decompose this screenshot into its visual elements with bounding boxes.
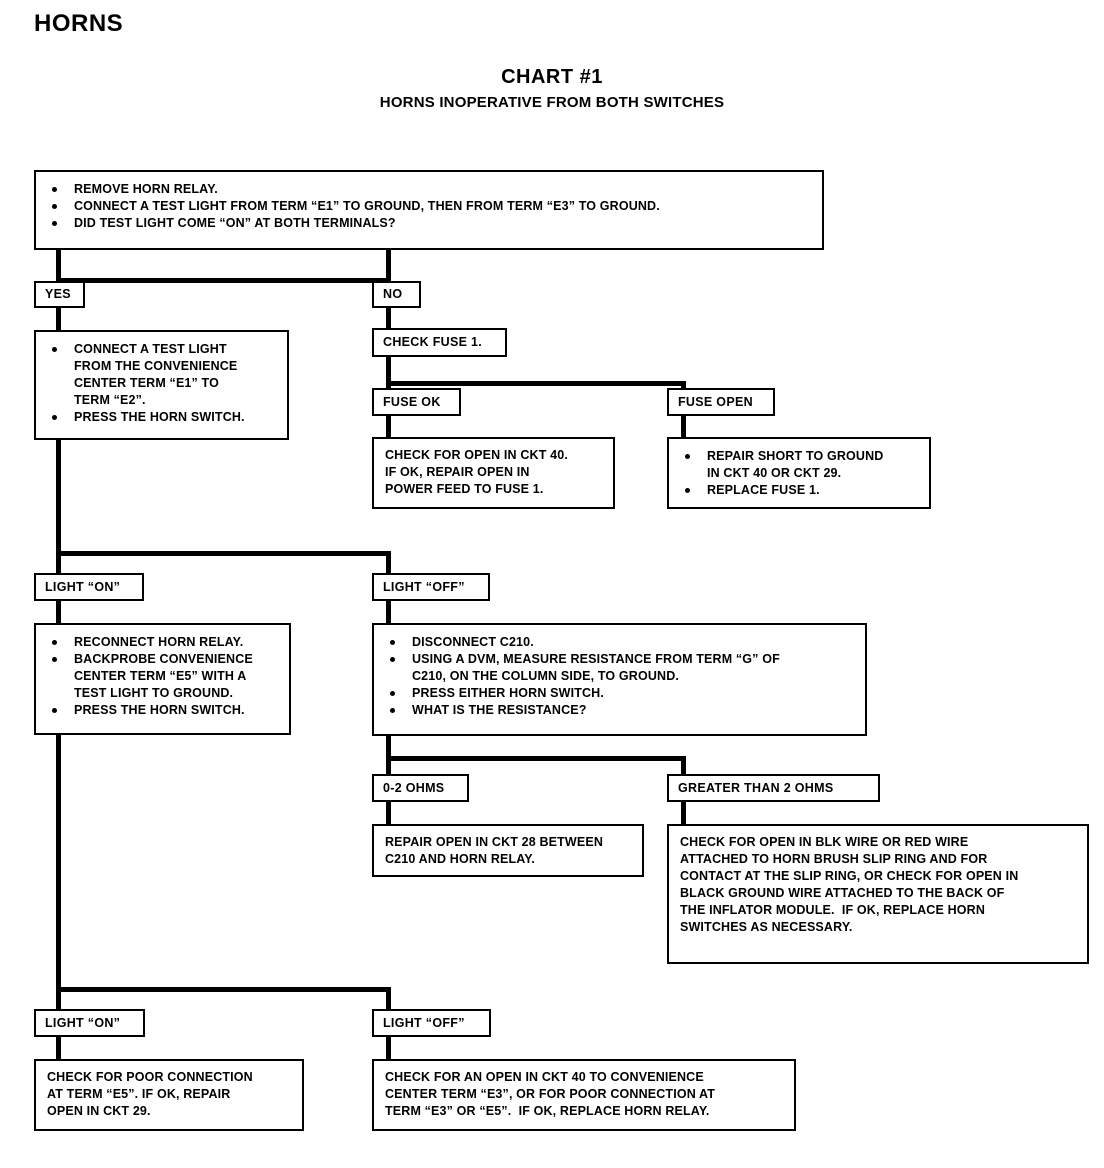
text-line: CHECK FOR OPEN IN CKT 40. [385,448,568,462]
connector-checkfuse-to-bus [386,355,391,395]
connector-ohmshigh-to-action [681,801,686,826]
connector-lightoff2-to-action [386,1036,391,1062]
connector-start-to-bus [56,249,61,287]
node-yes-label: YES [34,281,85,308]
node-start: REMOVE HORN RELAY. CONNECT A TEST LIGHT … [34,170,824,250]
connector-bus-to-lightoff-1 [386,551,391,581]
list-item: CONNECT A TEST LIGHT FROM TERM “E1” TO G… [46,198,812,215]
list-item: CONNECT A TEST LIGHT FROM THE CONVENIENC… [46,341,277,409]
text-line: SWITCHES AS NECESSARY. [680,920,853,934]
node-fuse-open-label: FUSE OPEN [667,388,775,416]
node-ohms-low-label: 0-2 OHMS [372,774,469,802]
node-ohms-low-action: REPAIR OPEN IN CKT 28 BETWEEN C210 AND H… [372,824,644,877]
node-light-on-1-label: LIGHT “ON” [34,573,144,601]
chart-subtitle: HORNS INOPERATIVE FROM BOTH SWITCHES [379,94,725,111]
text-line: AT TERM “E5”. IF OK, REPAIR [47,1087,231,1101]
connector-ohmslow-to-action [386,801,391,826]
node-light-off-1-action: DISCONNECT C210. USING A DVM, MEASURE RE… [372,623,867,736]
text-line: C210 AND HORN RELAY. [385,852,536,866]
list-item: REPLACE FUSE 1. [679,482,919,499]
connector-no-to-checkfuse [386,306,391,332]
ohms-high-action-lines: CHECK FOR OPEN IN BLK WIRE OR RED WIRE A… [680,834,1077,936]
node-check-fuse: CHECK FUSE 1. [372,328,507,357]
text-line: CENTER TERM “E3”, OR FOR POOR CONNECTION… [385,1087,716,1101]
list-item: REPAIR SHORT TO GROUND IN CKT 40 OR CKT … [679,448,919,482]
node-ohms-high-action: CHECK FOR OPEN IN BLK WIRE OR RED WIRE A… [667,824,1089,964]
list-item: PRESS EITHER HORN SWITCH. [384,685,855,702]
text-line: OPEN IN CKT 29. [47,1104,151,1118]
start-bullet-list: REMOVE HORN RELAY. CONNECT A TEST LIGHT … [46,181,812,232]
connector-lighton2-to-action [56,1036,61,1062]
connector-bus-yes-no [56,278,391,283]
light-on-2-action-lines: CHECK FOR POOR CONNECTION AT TERM “E5”. … [47,1069,292,1120]
text-line: REPAIR OPEN IN CKT 28 BETWEEN [385,835,604,849]
node-light-off-1-label: LIGHT “OFF” [372,573,490,601]
connector-lightoff1-to-action [386,600,391,625]
fuse-ok-action-lines: CHECK FOR OPEN IN CKT 40. IF OK, REPAIR … [385,447,603,498]
connector-lightonaction-drop [56,734,61,1017]
connector-yes-to-action [56,306,61,332]
connector-bus-ohms [386,756,686,761]
list-item: USING A DVM, MEASURE RESISTANCE FROM TER… [384,651,855,685]
node-light-on-1-action: RECONNECT HORN RELAY. BACKPROBE CONVENIE… [34,623,291,735]
node-fuse-ok-action: CHECK FOR OPEN IN CKT 40. IF OK, REPAIR … [372,437,615,509]
text-line: POWER FEED TO FUSE 1. [385,482,544,496]
text-line: CHECK FOR OPEN IN BLK WIRE OR RED WIRE [680,835,969,849]
node-yes-action: CONNECT A TEST LIGHT FROM THE CONVENIENC… [34,330,289,440]
list-item: BACKPROBE CONVENIENCE CENTER TERM “E5” W… [46,651,279,702]
connector-start-to-no [386,249,391,287]
text-line: THE INFLATOR MODULE. IF OK, REPLACE HORN [680,903,985,917]
list-item: PRESS THE HORN SWITCH. [46,702,279,719]
text-line: IF OK, REPAIR OPEN IN [385,465,530,479]
connector-lighton1-to-action [56,600,61,625]
connector-bus-light-2 [56,987,391,992]
node-fuse-open-action: REPAIR SHORT TO GROUND IN CKT 40 OR CKT … [667,437,931,509]
node-fuse-ok-label: FUSE OK [372,388,461,416]
list-item: RECONNECT HORN RELAY. [46,634,279,651]
text-line: ATTACHED TO HORN BRUSH SLIP RING AND FOR [680,852,988,866]
list-item: DID TEST LIGHT COME “ON” AT BOTH TERMINA… [46,215,812,232]
node-light-on-2-label: LIGHT “ON” [34,1009,145,1037]
connector-bus-fuse [386,381,686,386]
node-ohms-high-label: GREATER THAN 2 OHMS [667,774,880,802]
list-item: PRESS THE HORN SWITCH. [46,409,277,426]
connector-fuseok-to-action [386,414,391,439]
connector-fuseopen-to-action [681,414,686,439]
list-item: REMOVE HORN RELAY. [46,181,812,198]
yes-action-bullet-list: CONNECT A TEST LIGHT FROM THE CONVENIENC… [46,341,277,426]
chart-title: CHART #1 [501,66,603,88]
page-title: HORNS [34,10,124,37]
light-off-1-action-bullet-list: DISCONNECT C210. USING A DVM, MEASURE RE… [384,634,855,719]
connector-bus-light-1 [56,551,391,556]
list-item: WHAT IS THE RESISTANCE? [384,702,855,719]
connector-bus-to-ohmshigh [681,756,686,782]
node-light-on-2-action: CHECK FOR POOR CONNECTION AT TERM “E5”. … [34,1059,304,1131]
node-no-label: NO [372,281,421,308]
text-line: TERM “E3” OR “E5”. IF OK, REPLACE HORN R… [385,1104,710,1118]
list-item: DISCONNECT C210. [384,634,855,651]
node-light-off-2-action: CHECK FOR AN OPEN IN CKT 40 TO CONVENIEN… [372,1059,796,1131]
light-off-2-action-lines: CHECK FOR AN OPEN IN CKT 40 TO CONVENIEN… [385,1069,784,1120]
light-on-1-action-bullet-list: RECONNECT HORN RELAY. BACKPROBE CONVENIE… [46,634,279,719]
ohms-low-action-lines: REPAIR OPEN IN CKT 28 BETWEEN C210 AND H… [385,834,632,868]
fuse-open-action-bullet-list: REPAIR SHORT TO GROUND IN CKT 40 OR CKT … [679,448,919,499]
text-line: CONTACT AT THE SLIP RING, OR CHECK FOR O… [680,869,1019,883]
connector-yesaction-drop [56,438,61,581]
text-line: CHECK FOR POOR CONNECTION [47,1070,253,1084]
connector-bus-to-lightoff-2 [386,987,391,1017]
node-light-off-2-label: LIGHT “OFF” [372,1009,491,1037]
text-line: CHECK FOR AN OPEN IN CKT 40 TO CONVENIEN… [385,1070,704,1084]
text-line: BLACK GROUND WIRE ATTACHED TO THE BACK O… [680,886,1005,900]
